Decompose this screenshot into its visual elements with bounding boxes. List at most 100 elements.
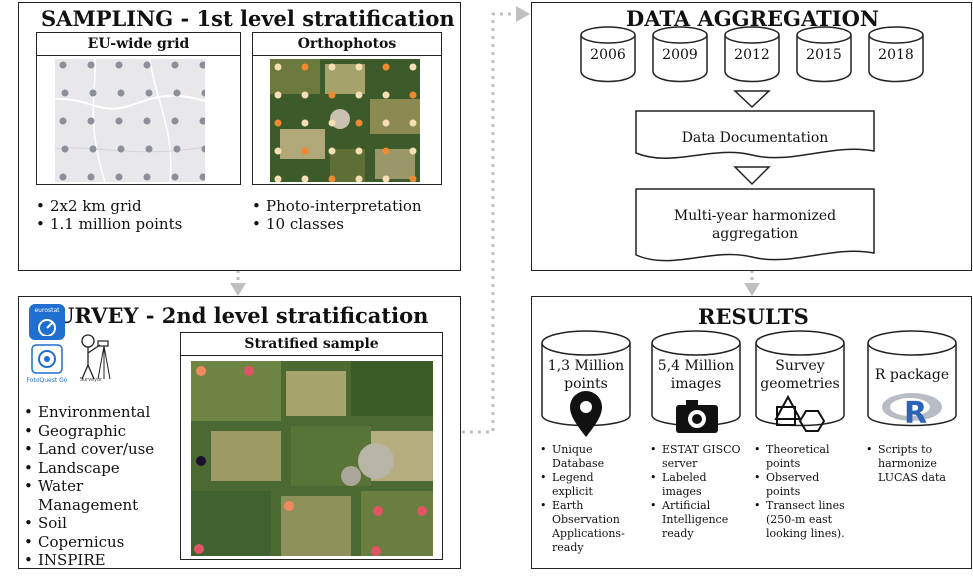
list-item: ESTAT GISCO server bbox=[650, 443, 746, 471]
harmonized-label-line1: Multi-year harmonized bbox=[673, 208, 837, 224]
survey-bullets: Environmental Geographic Land cover/use … bbox=[24, 403, 164, 570]
grid-point bbox=[171, 173, 179, 181]
survey-title: SURVEY - 2nd level stratification bbox=[41, 303, 429, 328]
orthophoto-point bbox=[274, 91, 282, 99]
sample-point bbox=[373, 506, 383, 516]
shapes-icon bbox=[774, 394, 826, 432]
list-item: Copernicus bbox=[24, 533, 164, 552]
fotoquest-app-icon bbox=[31, 344, 63, 374]
orthophoto-point bbox=[382, 175, 390, 182]
result-bullets: Scripts to harmonize LUCAS data bbox=[866, 443, 962, 485]
orthophoto-point bbox=[328, 119, 336, 127]
grid-point bbox=[145, 145, 153, 153]
grid-point bbox=[115, 61, 123, 69]
results-title: RESULTS bbox=[698, 304, 809, 329]
orthophoto-point bbox=[328, 147, 336, 155]
grid-point bbox=[199, 61, 205, 69]
orthophoto-image bbox=[270, 59, 420, 182]
eurostat-logo-text: eurostat bbox=[34, 307, 60, 314]
list-item: Artificial Intelligence ready bbox=[650, 499, 746, 541]
grid-point bbox=[199, 173, 205, 181]
year-cylinder bbox=[724, 35, 780, 83]
grid-point bbox=[143, 173, 151, 181]
orthophoto-point bbox=[301, 175, 309, 182]
orthophoto-point bbox=[355, 175, 363, 182]
grid-point bbox=[59, 173, 67, 181]
stratified-sample-title: Stratified sample bbox=[181, 333, 442, 356]
eurostat-logo: eurostat bbox=[29, 304, 65, 340]
grid-bullets: 2x2 km grid 1.1 million points bbox=[36, 197, 182, 233]
stratified-sample-image bbox=[191, 361, 433, 556]
orthophoto-point bbox=[382, 119, 390, 127]
list-item: Soil bbox=[24, 514, 164, 533]
orthophotos-title: Orthophotos bbox=[253, 33, 441, 56]
orthophoto-point bbox=[382, 63, 390, 71]
year-label: 2015 bbox=[806, 47, 842, 63]
orthophoto-point bbox=[409, 119, 417, 127]
orthophoto-point bbox=[274, 147, 282, 155]
list-item: Observed points bbox=[754, 471, 850, 499]
result-title-line1: R package bbox=[874, 367, 950, 383]
grid-point bbox=[173, 89, 181, 97]
year-cylinder-top bbox=[796, 26, 852, 44]
grid-point bbox=[115, 117, 123, 125]
grid-point bbox=[143, 117, 151, 125]
svg-text:R: R bbox=[904, 396, 927, 431]
list-item: Labeled images bbox=[650, 471, 746, 499]
grid-point bbox=[59, 117, 67, 125]
grid-point bbox=[145, 89, 153, 97]
sample-point bbox=[417, 506, 427, 516]
result-title-line1: 5,4 Million bbox=[657, 358, 735, 374]
sample-point bbox=[196, 366, 206, 376]
year-label: 2018 bbox=[878, 47, 914, 63]
year-cylinder-top bbox=[724, 26, 780, 44]
grid-point bbox=[89, 145, 97, 153]
result-title-line1: Survey bbox=[775, 358, 825, 374]
result-bullets: ESTAT GISCO serverLabeled imagesArtifici… bbox=[650, 443, 746, 541]
eu-grid-frame: EU-wide grid bbox=[36, 32, 241, 185]
grid-point bbox=[201, 145, 205, 153]
orthophoto-point bbox=[301, 91, 309, 99]
result-title-line2: images bbox=[670, 376, 722, 392]
survey-panel: SURVEY - 2nd level stratification eurost… bbox=[18, 296, 461, 569]
list-item: Landscape bbox=[24, 459, 164, 478]
ortho-bullets: Photo-interpretation 10 classes bbox=[252, 197, 422, 233]
sample-point bbox=[284, 501, 294, 511]
list-item: Legend explicit bbox=[540, 471, 636, 499]
year-cylinder-top bbox=[868, 26, 924, 44]
grid-point bbox=[117, 89, 125, 97]
list-item: Transect lines (250-m east looking lines… bbox=[754, 499, 850, 541]
grid-point bbox=[171, 117, 179, 125]
list-item: Water Management bbox=[24, 477, 164, 514]
result-title-line2: points bbox=[564, 376, 608, 392]
list-item: 10 classes bbox=[252, 215, 422, 233]
grid-point bbox=[115, 173, 123, 181]
stratified-sample-frame: Stratified sample bbox=[180, 332, 443, 560]
results-panel: RESULTS bbox=[531, 296, 972, 569]
list-item: Earth Observation Applications-ready bbox=[540, 499, 636, 555]
sample-point bbox=[194, 544, 204, 554]
camera-icon bbox=[676, 400, 718, 433]
fotoquest-caption: FotoQuest Go bbox=[26, 377, 68, 384]
year-label: 2006 bbox=[590, 47, 626, 63]
sampling-panel: SAMPLING - 1st level stratification EU-w… bbox=[18, 2, 461, 271]
year-cylinder bbox=[580, 35, 636, 83]
grid-point bbox=[117, 145, 125, 153]
result-title-line2: geometries bbox=[760, 376, 840, 392]
list-item: Unique Database bbox=[540, 443, 636, 471]
surveyor-icon bbox=[81, 334, 111, 380]
year-cylinder bbox=[652, 35, 708, 83]
sample-point bbox=[244, 366, 254, 376]
results-cylinders: R bbox=[541, 330, 957, 437]
eurostat-logo-icon bbox=[38, 319, 56, 336]
grid-point bbox=[171, 61, 179, 69]
orthophoto-point bbox=[355, 63, 363, 71]
orthophoto-point bbox=[301, 147, 309, 155]
grid-point bbox=[87, 173, 95, 181]
orthophoto-point bbox=[355, 119, 363, 127]
map-pin-icon bbox=[570, 391, 602, 437]
list-item: Theoretical points bbox=[754, 443, 850, 471]
grid-point bbox=[59, 61, 67, 69]
list-item: Land cover/use bbox=[24, 440, 164, 459]
